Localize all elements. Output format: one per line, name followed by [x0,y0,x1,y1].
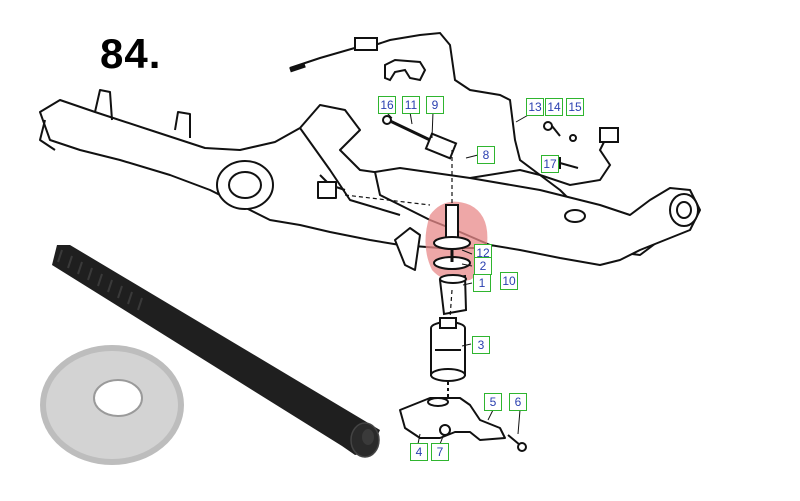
callout-4: 4 [410,443,428,461]
callout-15: 15 [566,98,584,116]
callout-7: 7 [431,443,449,461]
callout-14: 14 [545,98,563,116]
highlighted-mount [425,201,488,282]
callout-3: 3 [472,336,490,354]
lower-bracket [399,382,527,452]
bolt-photo [52,245,380,458]
callout-1: 1 [473,274,491,292]
callout-16: 16 [378,96,396,114]
callout-2: 2 [474,257,492,275]
callout-17: 17 [541,155,559,173]
callout-9: 9 [426,96,444,114]
rubber-mount-1 [438,274,468,316]
callout-13: 13 [526,98,544,116]
callout-8: 8 [477,146,495,164]
callout-11: 11 [402,96,420,114]
callout-5: 5 [484,393,502,411]
guide-lines [344,150,453,319]
washer-photo [40,345,184,465]
callout-10: 10 [500,272,518,290]
bracket-16 [384,58,427,82]
brake-cable [289,31,619,187]
mount-3 [430,317,466,382]
callout-6: 6 [509,393,527,411]
upper-bolt-assembly [382,115,458,160]
figure-number: 84. [100,30,162,77]
